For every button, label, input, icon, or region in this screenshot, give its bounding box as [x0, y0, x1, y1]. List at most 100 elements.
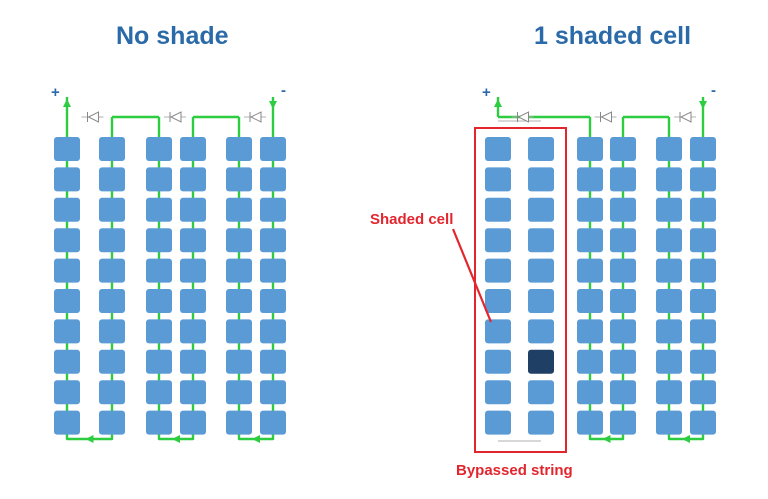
solar-cell: [485, 349, 511, 374]
solar-cell: [226, 289, 252, 313]
solar-cell: [577, 349, 603, 374]
solar-cell: [528, 410, 554, 435]
solar-cell: [99, 349, 125, 374]
bypass-diode-icon: [87, 111, 99, 123]
solar-cell: [226, 258, 252, 283]
shaded-cell-pointer: [451, 228, 493, 323]
solar-cell: [656, 258, 682, 283]
solar-cell: [99, 289, 125, 313]
plus-terminal: +: [51, 84, 60, 101]
bypass-connector: [498, 120, 541, 442]
bypass-diode-icon: [169, 111, 182, 123]
solar-cell: [690, 137, 716, 161]
current-arrow: [699, 101, 707, 109]
solar-cell: [485, 410, 511, 435]
solar-cell: [528, 228, 554, 253]
solar-cell: [146, 258, 172, 283]
solar-cell: [99, 380, 125, 405]
solar-cell: [180, 289, 206, 313]
solar-cell: [610, 228, 636, 253]
solar-cell: [260, 258, 286, 283]
solar-cell: [260, 319, 286, 344]
solar-cell: [577, 380, 603, 405]
solar-cell: [610, 289, 636, 313]
solar-cell: [528, 319, 554, 344]
bypass-diode-icon: [600, 111, 612, 123]
solar-cell: [485, 289, 511, 313]
solar-cell: [99, 197, 125, 222]
title-no-shade: No shade: [116, 22, 229, 50]
solar-cell: [656, 137, 682, 161]
solar-cell: [577, 197, 603, 222]
solar-cell: [54, 197, 80, 222]
solar-cell: [656, 289, 682, 313]
solar-cell: [146, 137, 172, 161]
solar-cell: [528, 380, 554, 405]
solar-cell: [485, 258, 511, 283]
current-arrow: [494, 99, 502, 107]
solar-cell: [226, 197, 252, 222]
solar-cell: [226, 137, 252, 161]
solar-cell: [610, 319, 636, 344]
current-arrow: [602, 435, 611, 443]
current-arrow: [85, 435, 94, 443]
solar-cell: [146, 410, 172, 435]
shaded-cell: [528, 349, 554, 374]
solar-cell: [54, 349, 80, 374]
solar-cell: [180, 228, 206, 253]
solar-cell: [690, 380, 716, 405]
solar-cell: [99, 228, 125, 253]
solar-cell: [577, 137, 603, 161]
solar-cell: [146, 349, 172, 374]
solar-cell: [610, 258, 636, 283]
solar-cell: [690, 228, 716, 253]
solar-cell: [146, 289, 172, 313]
solar-cell: [610, 167, 636, 192]
solar-cell: [610, 349, 636, 374]
solar-cell: [180, 349, 206, 374]
solar-cell: [260, 137, 286, 161]
solar-cell: [99, 137, 125, 161]
solar-cell: [146, 167, 172, 192]
solar-cell: [54, 258, 80, 283]
solar-cell: [146, 197, 172, 222]
solar-cell: [610, 137, 636, 161]
solar-cell: [656, 319, 682, 344]
solar-cell: [690, 167, 716, 192]
bypassed-string-label: Bypassed string: [456, 462, 573, 479]
current-arrow: [269, 101, 277, 109]
solar-cell: [180, 380, 206, 405]
solar-cell: [690, 258, 716, 283]
solar-cell: [690, 319, 716, 344]
solar-cell: [690, 349, 716, 374]
solar-cell: [226, 319, 252, 344]
solar-cell: [577, 258, 603, 283]
solar-cell: [180, 410, 206, 435]
bypass-diode-icon: [679, 111, 692, 123]
plus-terminal: +: [482, 84, 491, 101]
solar-cell: [656, 228, 682, 253]
solar-cell: [577, 410, 603, 435]
bypass-diode-icon: [249, 111, 262, 123]
solar-cell: [260, 228, 286, 253]
solar-cell: [180, 137, 206, 161]
current-arrow: [682, 435, 690, 443]
solar-cell: [54, 167, 80, 192]
solar-cell: [226, 349, 252, 374]
solar-cell: [485, 380, 511, 405]
minus-terminal: -: [281, 82, 286, 99]
solar-cell: [180, 258, 206, 283]
solar-cell: [485, 167, 511, 192]
solar-cell: [54, 228, 80, 253]
solar-cell: [577, 228, 603, 253]
solar-cell: [99, 319, 125, 344]
solar-cell: [260, 380, 286, 405]
solar-cell: [54, 319, 80, 344]
current-arrow: [63, 99, 71, 107]
solar-cell: [528, 289, 554, 313]
solar-cell: [54, 380, 80, 405]
solar-cell: [485, 197, 511, 222]
solar-cell: [610, 197, 636, 222]
solar-cell: [528, 197, 554, 222]
